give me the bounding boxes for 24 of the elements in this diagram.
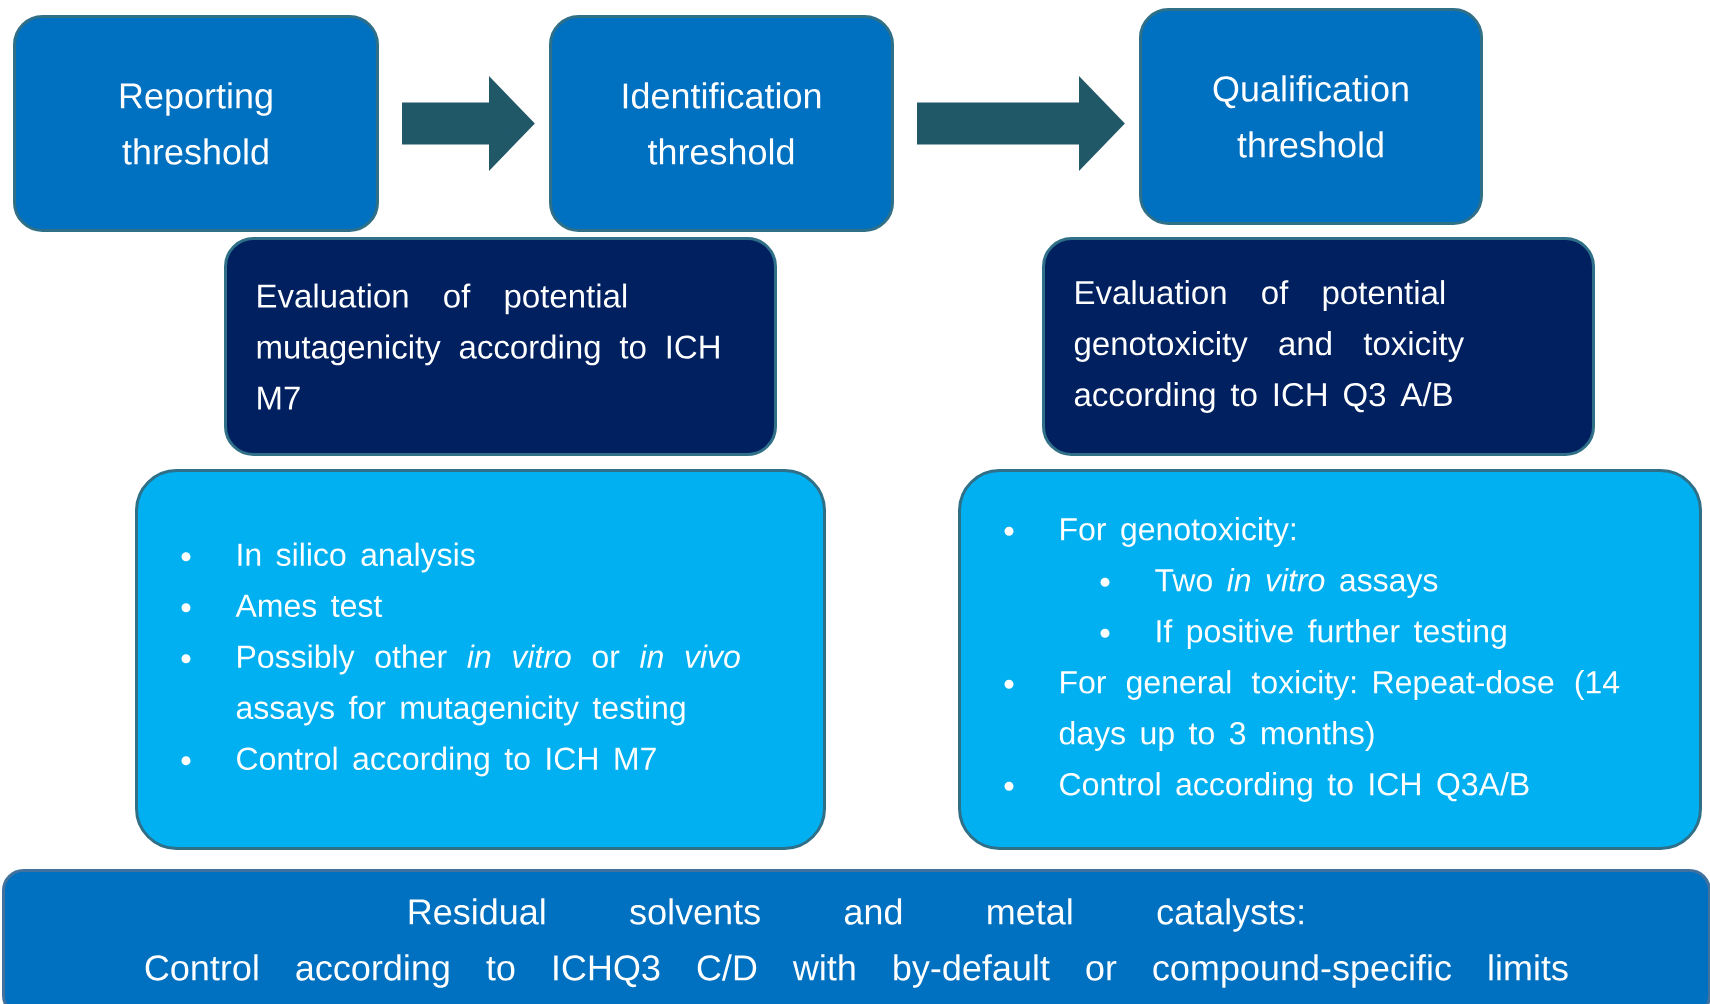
bullet-item: Two in vitro assays xyxy=(1155,568,1438,598)
box-text: Residual solvents and metal catalysts: xyxy=(409,898,1303,932)
bullet-item: Ames test xyxy=(235,594,383,618)
bullet-item: Possibly other in vitro or in vivo assays for mutagenicity testing xyxy=(236,644,740,726)
bullet-item: For general toxicity: Repeat-dose (14 days up to 3 months) xyxy=(1059,670,1620,751)
bullet-item: If positive further testing xyxy=(1157,619,1506,649)
box-text: Qualification threshold xyxy=(1213,75,1408,158)
evaluation-box xyxy=(1042,237,1595,456)
box-text: Control according to ICHQ3 C/D with by-default or compound-specific limits xyxy=(145,954,1568,988)
bullet-item: Control according to ICH M7 xyxy=(237,746,656,777)
footer-band xyxy=(2,869,1710,1004)
bullet-list-box xyxy=(135,469,826,850)
bullet-item: Control according to ICH Q3A/B xyxy=(1060,772,1529,802)
threshold-box xyxy=(1139,8,1483,225)
box-text: Evaluation of potential genotoxicity and toxicity according to ICH Q3 A/B xyxy=(1074,280,1465,413)
box-text: Reporting threshold xyxy=(120,82,272,165)
threshold-box xyxy=(549,15,894,232)
box-text: Identification threshold xyxy=(623,82,821,165)
bullet-item: For genotoxicity: xyxy=(1061,517,1295,547)
bullet-item: In silico analysis xyxy=(238,542,475,573)
evaluation-box xyxy=(224,237,777,456)
threshold-box xyxy=(13,15,379,232)
box-text: Evaluation of potential mutagenicity according to ICH M7 xyxy=(257,283,719,410)
bullet-list-box xyxy=(958,469,1702,850)
